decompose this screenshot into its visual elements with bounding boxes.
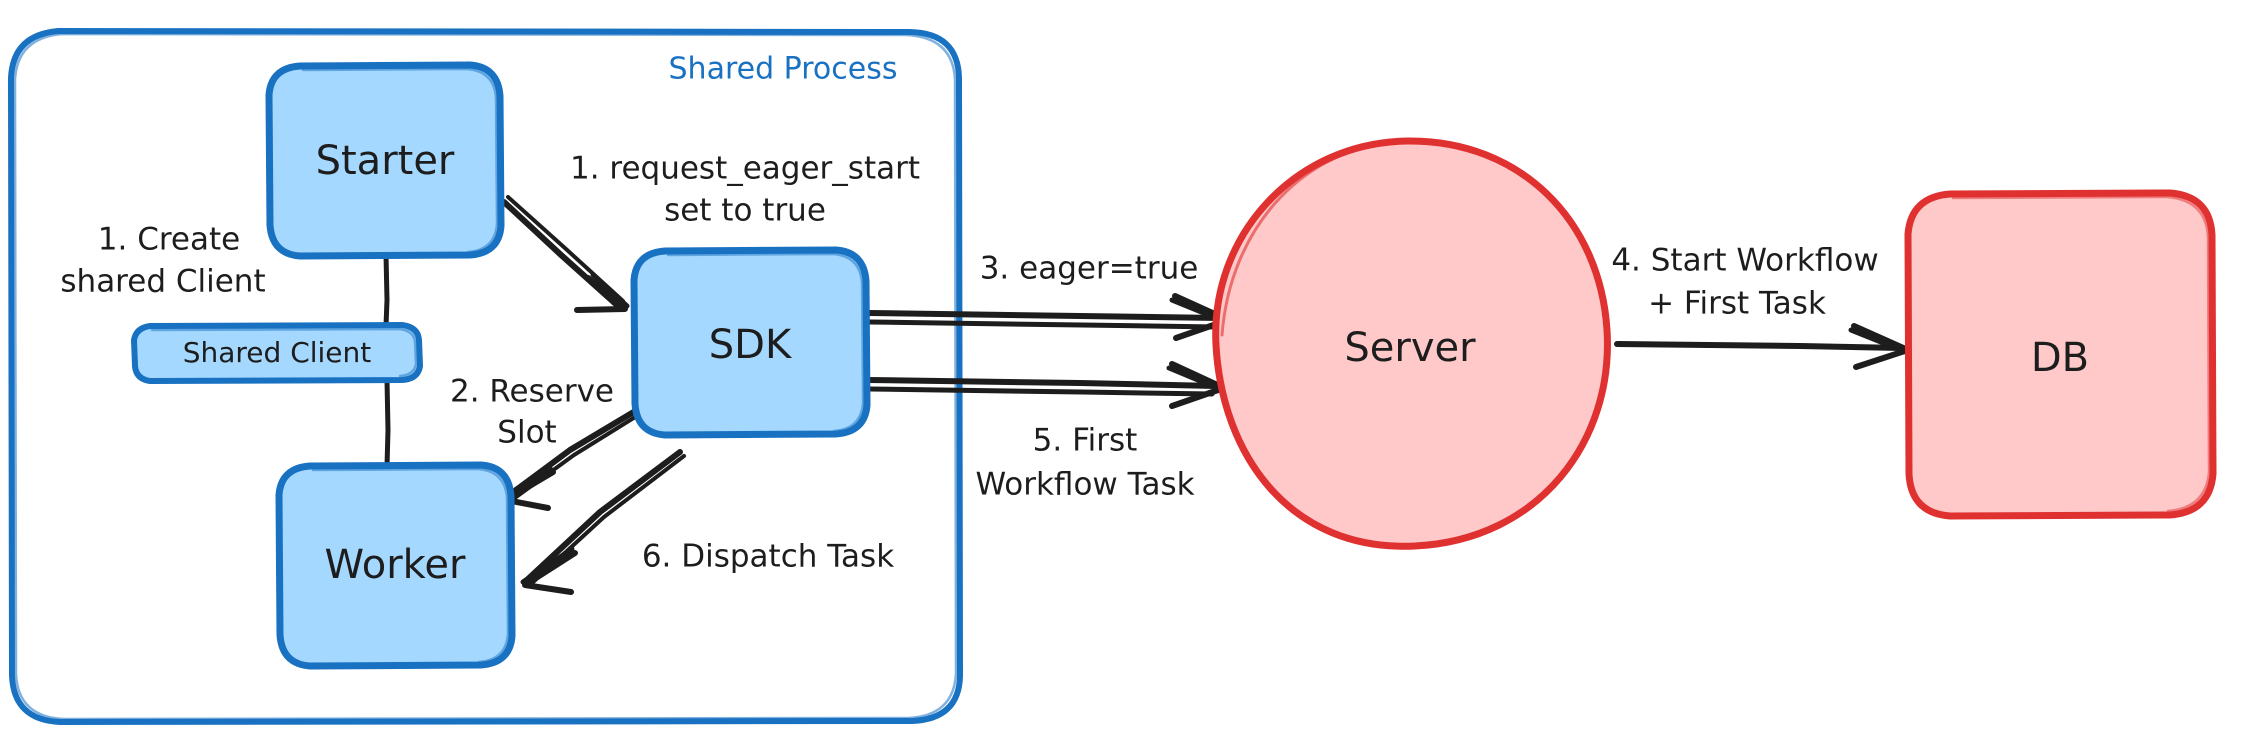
node-label-server: Server [1344,325,1476,371]
node-label-db: DB [2031,335,2089,381]
arrow-first-workflow-task [865,361,1227,409]
node-db[interactable]: DB [1904,189,2217,520]
edge-label-start-workflow-line1: 4. Start Workflow [1611,243,1878,279]
node-sdk[interactable]: SDK [630,246,871,439]
edge-label-create-shared-client: 1. Create shared Client [60,222,265,300]
node-label-shared-client: Shared Client [183,336,372,369]
node-shared-client[interactable]: Shared Client [131,322,423,384]
node-label-starter: Starter [316,138,455,184]
connector-shared-client-worker [384,377,391,469]
edge-label-dispatch-task-line1: 6. Dispatch Task [642,539,894,575]
edge-label-eager-true: 3. eager=true [980,251,1199,287]
group-label-shared-process: Shared Process [669,52,898,87]
edge-label-reserve-slot-line1: 2. Reserve [450,374,614,410]
node-label-worker: Worker [325,542,466,588]
node-server[interactable]: Server [1212,137,1611,550]
edge-label-eager-true-line1: 3. eager=true [980,251,1199,287]
edge-label-first-workflow-task: 5. First Workflow Task [975,423,1194,503]
edge-label-first-workflow-task-line1: 5. First [1033,423,1138,459]
node-worker[interactable]: Worker [275,461,516,670]
edge-label-request-eager-start-line1: 1. request_eager_start [570,151,920,187]
node-starter[interactable]: Starter [265,61,505,260]
edge-label-start-workflow: 4. Start Workflow + First Task [1611,243,1878,322]
edge-label-create-shared-client-line1: 1. Create [98,222,240,258]
edge-label-create-shared-client-line2: shared Client [60,264,265,300]
edge-label-request-eager-start-line2: set to true [664,193,826,229]
arrow-request-eager-start [501,195,630,313]
arrow-start-workflow-db [1614,323,1911,370]
edge-label-start-workflow-line2: + First Task [1648,286,1826,322]
edge-label-first-workflow-task-line2: Workflow Task [975,467,1194,503]
arrow-dispatch-task [520,449,686,595]
connector-starter-shared-client [383,252,390,329]
edge-label-reserve-slot: 2. Reserve Slot [450,374,614,451]
edge-label-dispatch-task: 6. Dispatch Task [642,539,894,575]
edge-label-request-eager-start: 1. request_eager_start set to true [570,151,920,229]
edge-label-reserve-slot-line2: Slot [497,415,556,451]
group-shared-process: Shared Process [8,28,963,725]
node-label-sdk: SDK [709,322,793,368]
arrow-eager-true [865,293,1231,341]
